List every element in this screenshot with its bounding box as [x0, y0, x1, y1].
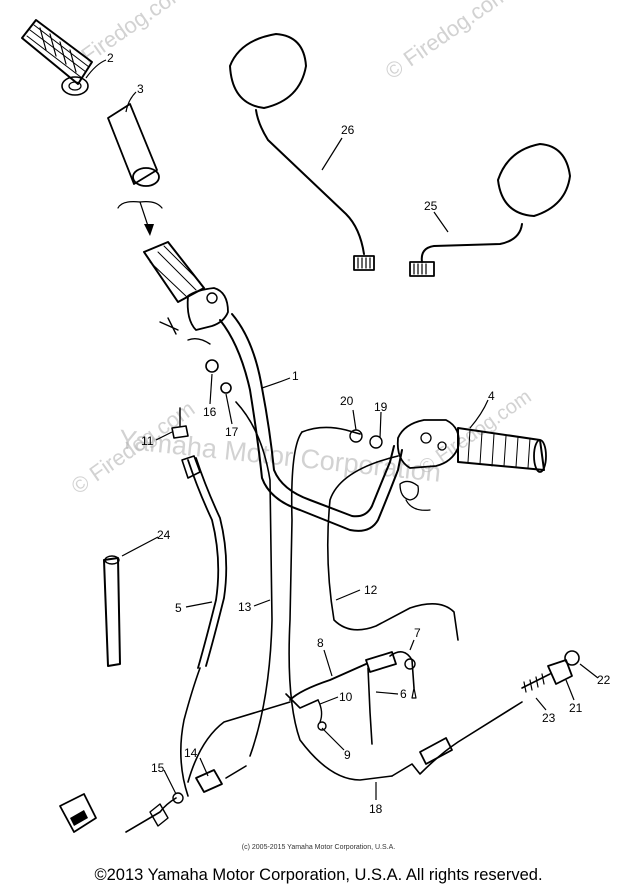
part-label-26: 26 [341, 123, 355, 137]
diagram-copyright-notice: (c) 2005-2015 Yamaha Motor Corporation, … [241, 844, 396, 851]
part-label-22: 22 [597, 673, 611, 687]
part-label-6: 6 [400, 687, 407, 701]
assembly-arrow [117, 201, 163, 236]
watermark-maker: Yamaha Motor Corporation [117, 424, 442, 488]
part-label-24: 24 [157, 528, 171, 542]
part-label-11: 11 [141, 434, 154, 448]
left-mirror-drawing [229, 33, 375, 271]
part-label-14: 14 [184, 746, 198, 760]
part-label-20: 20 [340, 394, 354, 408]
grip-left-top-illustration [21, 19, 93, 85]
bar-end-rod-drawing [103, 555, 121, 667]
bottom-left-fitting-drawing [59, 793, 97, 833]
part-label-25: 25 [424, 199, 438, 213]
right-grip-drawing [457, 427, 547, 473]
grip-end-cap-drawing [61, 76, 89, 96]
part-label-10: 10 [339, 690, 353, 704]
part-label-13: 13 [238, 600, 252, 614]
handlebar-drawing [219, 313, 403, 532]
part-label-19: 19 [374, 400, 388, 414]
small-hardware-drawing [171, 359, 417, 731]
part-label-18: 18 [369, 802, 383, 816]
part-label-2: 2 [107, 51, 114, 65]
throttle-tube-drawing [107, 103, 160, 187]
part-label-15: 15 [151, 761, 165, 775]
part-label-17: 17 [225, 425, 239, 439]
part-label-5: 5 [175, 601, 182, 615]
part-label-7: 7 [414, 626, 421, 640]
cables-drawing [125, 401, 580, 833]
part-label-23: 23 [542, 711, 556, 725]
part-label-4: 4 [488, 389, 495, 403]
watermark-site-top-left: Firedog.com [77, 0, 192, 68]
part-label-1: 1 [292, 369, 299, 383]
part-label-16: 16 [203, 405, 217, 419]
watermarks: Firedog.com © Firedog.com © Firedog.com … [67, 0, 536, 499]
right-mirror-drawing [409, 143, 571, 277]
part-labels: 1 2 3 4 5 6 7 8 9 10 11 12 13 14 15 16 1… [107, 51, 611, 816]
part-label-12: 12 [364, 583, 378, 597]
part-label-21: 21 [569, 701, 583, 715]
leader-lines [85, 59, 599, 800]
part-label-9: 9 [344, 748, 351, 762]
copyright-footer: ©2013 Yamaha Motor Corporation, U.S.A. A… [94, 866, 543, 884]
watermark-site-top-right: © Firedog.com [381, 0, 514, 84]
part-label-3: 3 [137, 82, 144, 96]
left-grip-mounted-drawing [143, 241, 229, 345]
part-label-8: 8 [317, 636, 324, 650]
